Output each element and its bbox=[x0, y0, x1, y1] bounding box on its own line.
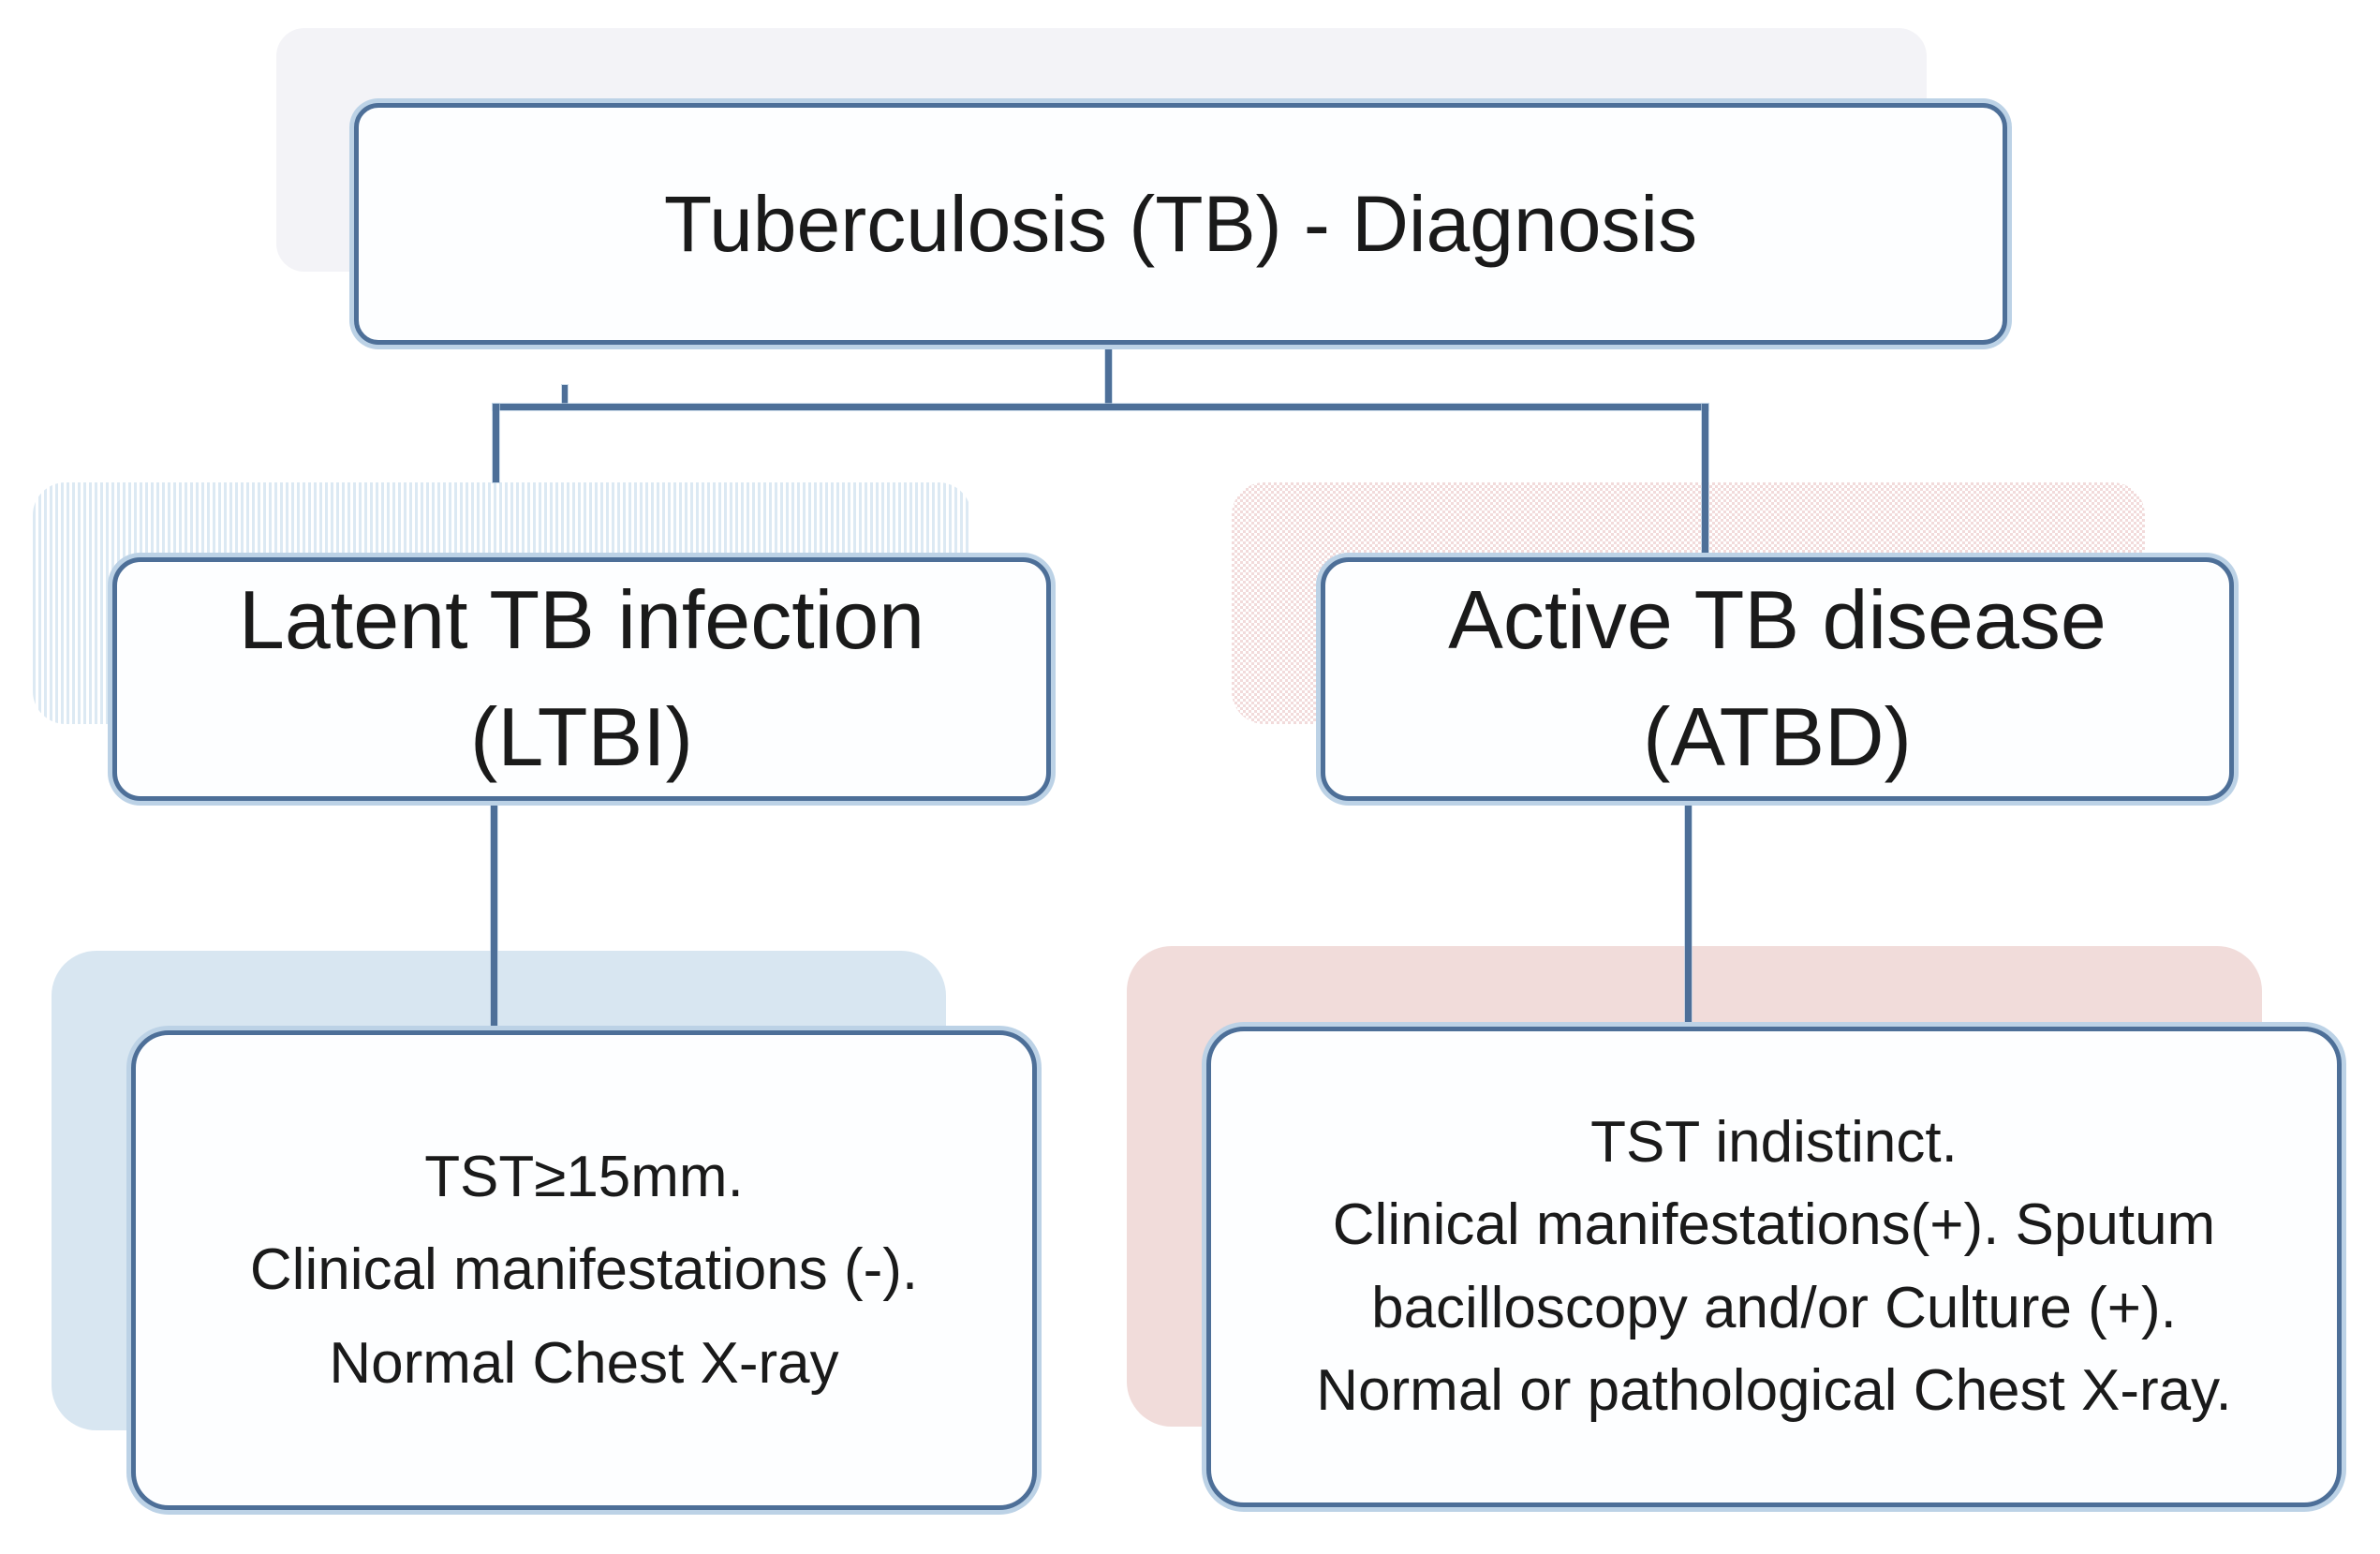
node-ltbi-criteria: TST≥15mm. Clinical manifestations (-). N… bbox=[131, 1030, 1037, 1510]
connector-atbd-to-criteria bbox=[1685, 801, 1692, 1029]
node-atbd: Active TB disease (ATBD) bbox=[1321, 557, 2234, 801]
node-ltbi: Latent TB infection (LTBI) bbox=[112, 557, 1051, 801]
node-atbd-criteria: TST indistinct. Clinical manifestations(… bbox=[1206, 1027, 2342, 1507]
node-atbd-criteria-line: TST indistinct. bbox=[1590, 1110, 1958, 1176]
connector-left-leg bbox=[493, 404, 499, 482]
connector-right-leg bbox=[1702, 404, 1708, 563]
node-atbd-line: (ATBD) bbox=[1643, 690, 1912, 783]
node-tb-diagnosis: Tuberculosis (TB) - Diagnosis bbox=[354, 103, 2007, 345]
node-ltbi-line: (LTBI) bbox=[470, 690, 693, 783]
connector-root-stem bbox=[1105, 345, 1112, 407]
node-atbd-criteria-line: Clinical manifestations(+). Sputum bbox=[1332, 1192, 2216, 1258]
node-atbd-criteria-line: Normal or pathological Chest X-ray. bbox=[1316, 1357, 2232, 1423]
connector-stub bbox=[562, 385, 568, 407]
node-ltbi-criteria-line: Normal Chest X-ray bbox=[329, 1330, 839, 1396]
node-atbd-criteria-line: bacilloscopy and/or Culture (+). bbox=[1371, 1275, 2177, 1340]
node-ltbi-criteria-line: TST≥15mm. bbox=[424, 1145, 744, 1210]
connector-crossbar bbox=[493, 404, 1708, 410]
connector-ltbi-to-criteria bbox=[491, 801, 497, 1032]
node-atbd-line: Active TB disease bbox=[1448, 573, 2107, 667]
node-ltbi-criteria-line: Clinical manifestations (-). bbox=[249, 1237, 919, 1303]
node-tb-diagnosis-label: Tuberculosis (TB) - Diagnosis bbox=[663, 179, 1698, 268]
node-ltbi-line: Latent TB infection bbox=[238, 573, 925, 667]
